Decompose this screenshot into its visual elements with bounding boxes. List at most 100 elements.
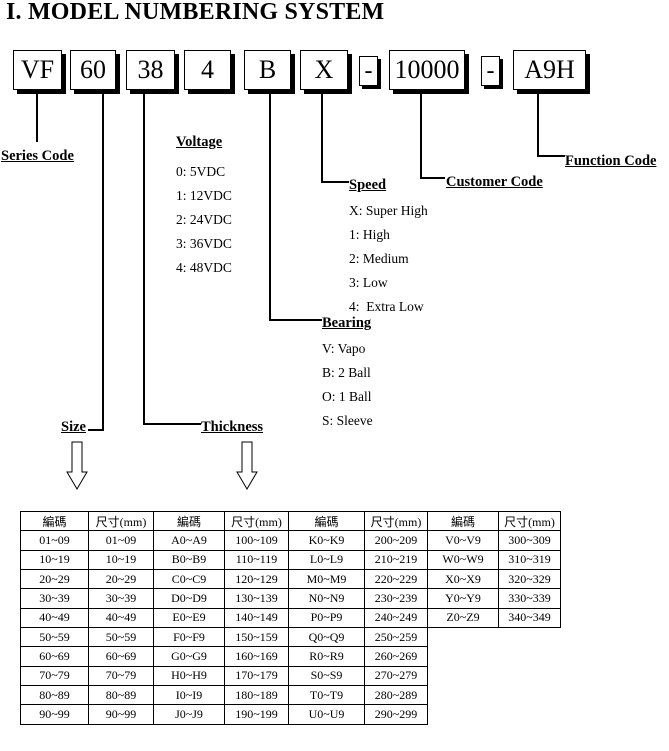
table-cell: 60~69 (88, 646, 154, 667)
label-function-code: Function Code (565, 153, 657, 169)
separator-dash: - (359, 56, 378, 86)
table-cell: D0~D9 (153, 588, 225, 609)
table-cell: 90~99 (88, 704, 154, 725)
table-header-cell: 尺寸(mm) (364, 510, 428, 532)
table-cell: Q0~Q9 (288, 627, 365, 648)
table-cell: 30~39 (88, 588, 154, 609)
table-cell: M0~M9 (288, 569, 365, 590)
bearing-options: V: Vapo B: 2 Ball O: 1 Ball S: Sleeve (322, 337, 373, 433)
table-cell: 170~179 (224, 665, 289, 687)
table-cell (499, 705, 561, 724)
connector-line (269, 94, 271, 321)
speed-options: X: Super High 1: High 2: Medium 3: Low 4… (349, 199, 428, 319)
table-cell: V0~V9 (427, 530, 499, 551)
table-cell: 270~279 (364, 665, 428, 687)
table-cell: W0~W9 (427, 549, 499, 571)
table-header-cell: 尺寸(mm) (224, 510, 289, 532)
code-box-voltage: 4 (184, 50, 231, 90)
table-cell (428, 628, 499, 647)
code-box-speed: X (300, 50, 348, 90)
table-cell: 120~129 (224, 569, 289, 590)
label-thickness: Thickness (201, 419, 264, 435)
table-cell: 01~09 (88, 530, 154, 551)
table-cell: 290~299 (364, 704, 428, 725)
speed-option: 2: Medium (349, 251, 409, 266)
table-cell: 10~19 (20, 549, 89, 571)
table-cell (428, 705, 499, 724)
code-box-bearing: B (244, 50, 291, 90)
table-cell: T0~T9 (288, 685, 365, 706)
connector-line (321, 181, 349, 183)
table-cell: 280~289 (364, 685, 428, 706)
connector-line (36, 94, 38, 142)
code-box-size: 60 (70, 50, 116, 90)
table-cell: 250~259 (364, 627, 428, 648)
table-cell: 300~309 (498, 530, 561, 551)
table-cell: 90~99 (20, 704, 89, 725)
table-header-cell: 編碼 (288, 510, 365, 532)
table-cell: R0~R9 (288, 646, 365, 667)
table-cell (499, 666, 561, 685)
label-speed: Speed (349, 177, 387, 193)
code-box-thickness: 38 (126, 50, 175, 90)
table-cell (499, 686, 561, 705)
table-cell (428, 686, 499, 705)
voltage-option: 1: 12VDC (176, 188, 232, 203)
voltage-option: 2: 24VDC (176, 212, 232, 227)
voltage-option: 3: 36VDC (176, 236, 232, 251)
table-cell (428, 666, 499, 685)
table-header-cell: 編碼 (20, 510, 89, 532)
table-cell: F0~F9 (153, 627, 225, 648)
table-cell: 80~89 (88, 685, 154, 706)
bearing-option: B: 2 Ball (322, 365, 371, 380)
connector-line (420, 177, 445, 179)
voltage-options: 0: 5VDC 1: 12VDC 2: 24VDC 3: 36VDC 4: 48… (176, 160, 232, 280)
table-cell: 10~19 (88, 549, 154, 571)
table-cell: 60~69 (20, 646, 89, 667)
table-cell: X0~X9 (427, 569, 499, 590)
table-cell: 50~59 (20, 627, 89, 648)
table-cell: A0~A9 (153, 530, 225, 551)
table-header-cell: 編碼 (153, 510, 225, 532)
table-cell: S0~S9 (288, 665, 365, 687)
table-cell: I0~I9 (153, 685, 225, 706)
table-cell: 220~229 (364, 569, 428, 590)
table-cell: 320~329 (498, 569, 561, 590)
table-cell (499, 647, 561, 666)
table-cell: 230~239 (364, 588, 428, 609)
table-cell: 80~89 (20, 685, 89, 706)
table-cell: 50~59 (88, 627, 154, 648)
table-cell: J0~J9 (153, 704, 225, 725)
speed-option: X: Super High (349, 203, 428, 218)
table-cell: 40~49 (20, 607, 89, 629)
speed-option: 1: High (349, 227, 390, 242)
table-cell: 70~79 (20, 665, 89, 687)
label-voltage: Voltage (176, 134, 223, 150)
label-size: Size (61, 419, 86, 435)
label-series-code: Series Code (1, 148, 74, 164)
table-cell: H0~H9 (153, 665, 225, 687)
bearing-option: V: Vapo (322, 341, 366, 356)
code-box-customer: 10000 (389, 50, 465, 90)
down-arrow-icon (236, 441, 258, 490)
table-cell: G0~G9 (153, 646, 225, 667)
table-cell: Z0~Z9 (427, 607, 499, 629)
speed-option: 3: Low (349, 275, 388, 290)
code-box-series: VF (13, 50, 62, 90)
table-cell: 240~249 (364, 607, 428, 629)
table-cell: 20~29 (88, 569, 154, 590)
connector-line (420, 94, 422, 179)
table-cell: 180~189 (224, 685, 289, 706)
table-cell: 260~269 (364, 646, 428, 667)
table-header-row: 編碼尺寸(mm)編碼尺寸(mm)編碼尺寸(mm)編碼尺寸(mm) (20, 510, 561, 532)
table-cell: L0~L9 (288, 549, 365, 571)
bearing-option: S: Sleeve (322, 413, 373, 428)
table-cell: 330~339 (498, 588, 561, 609)
voltage-option: 0: 5VDC (176, 164, 226, 179)
